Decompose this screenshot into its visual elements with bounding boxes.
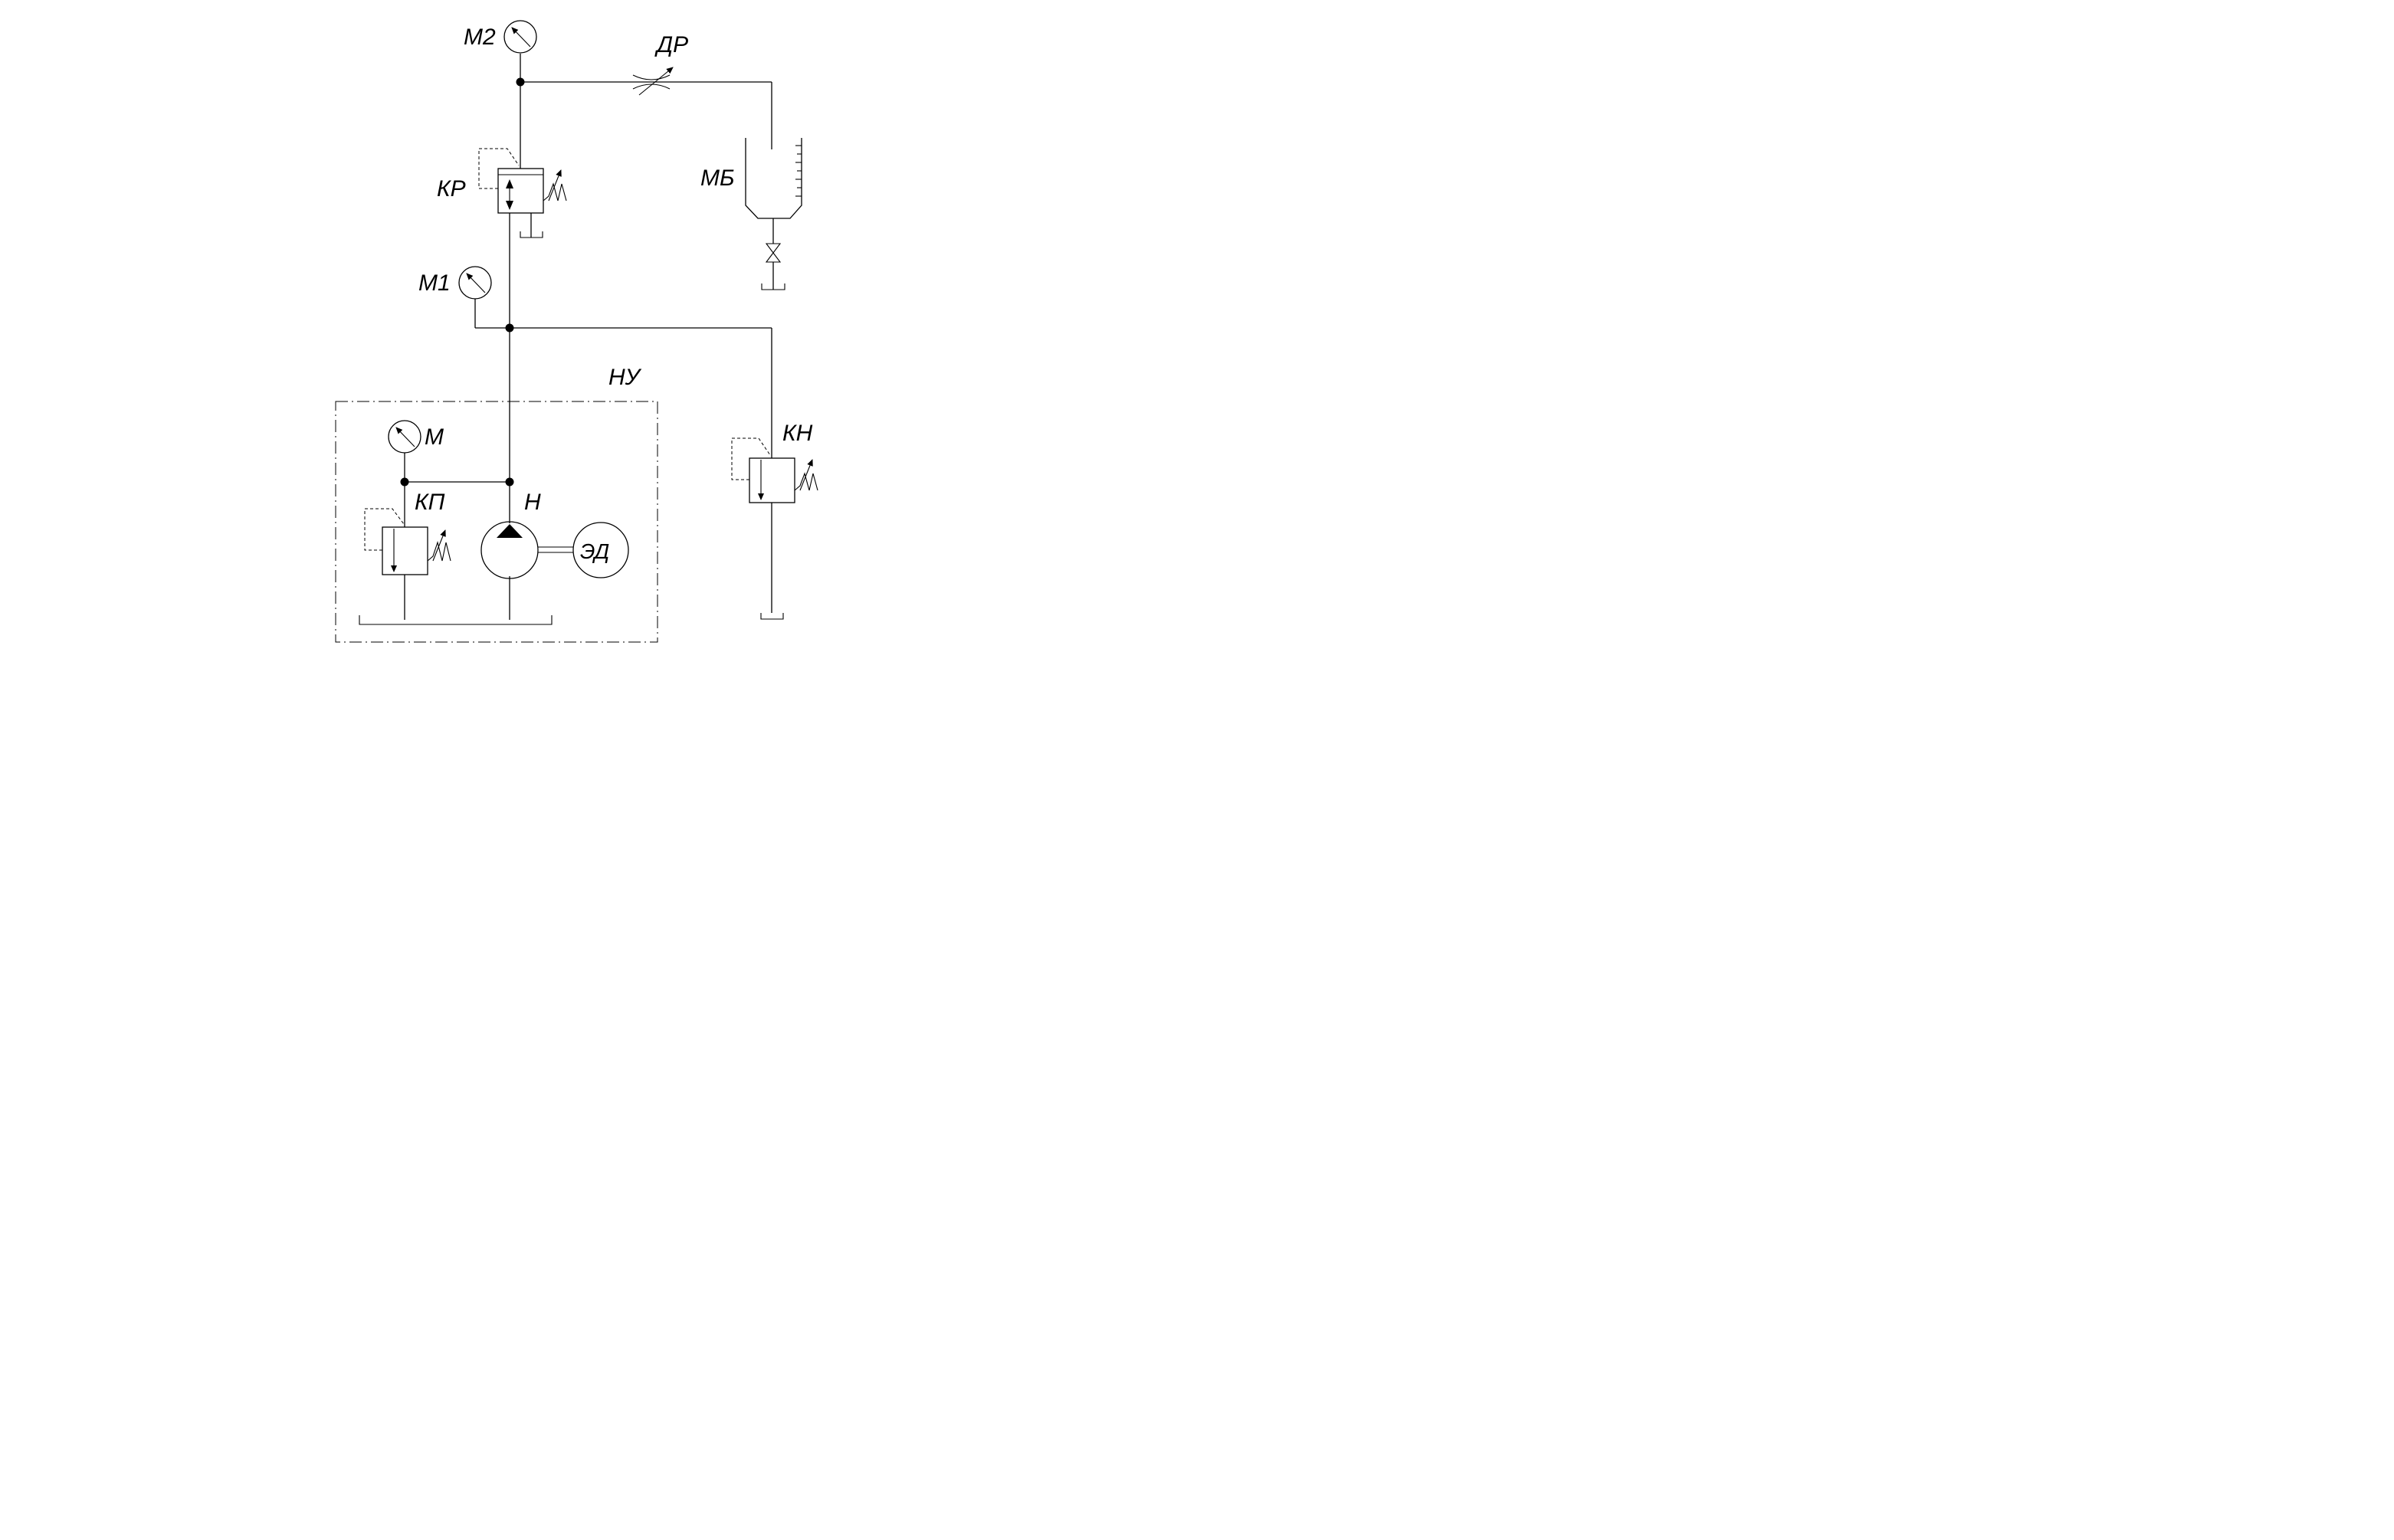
gauge-m2: М2 — [464, 20, 537, 54]
label-ed: ЭД — [580, 539, 609, 563]
junction-pump — [505, 477, 514, 487]
gauge-m: М — [388, 420, 444, 454]
unit-drain-tank — [359, 615, 553, 625]
label-kp: КП — [415, 490, 445, 515]
pipelines — [404, 54, 772, 620]
junction-middle — [505, 323, 514, 333]
pump-h: Н — [480, 490, 541, 579]
measuring-tank-mb: МБ — [700, 138, 802, 290]
valve-kp: КП — [364, 490, 451, 575]
label-kr: КР — [437, 176, 466, 202]
junction-dots — [400, 77, 525, 487]
label-m2: М2 — [464, 25, 496, 50]
label-m1: М1 — [418, 270, 451, 296]
junction-top — [516, 77, 525, 87]
pump-unit-nu: НУ М КП Н ЭД — [335, 365, 658, 643]
label-kn: КН — [782, 421, 813, 446]
junction-kp — [400, 477, 409, 487]
label-m: М — [425, 424, 444, 450]
label-nu: НУ — [608, 365, 642, 390]
gauge-m1: М1 — [418, 266, 492, 300]
label-mb: МБ — [700, 165, 735, 191]
valve-kn: КН — [731, 421, 818, 620]
throttle-dr: ДР — [632, 32, 688, 96]
valve-kr: КР — [437, 148, 567, 238]
motor-ed: ЭД — [572, 522, 629, 578]
hydraulic-schematic: М2 ДР МБ — [335, 20, 818, 643]
label-n: Н — [524, 490, 541, 515]
label-dr: ДР — [654, 32, 688, 57]
